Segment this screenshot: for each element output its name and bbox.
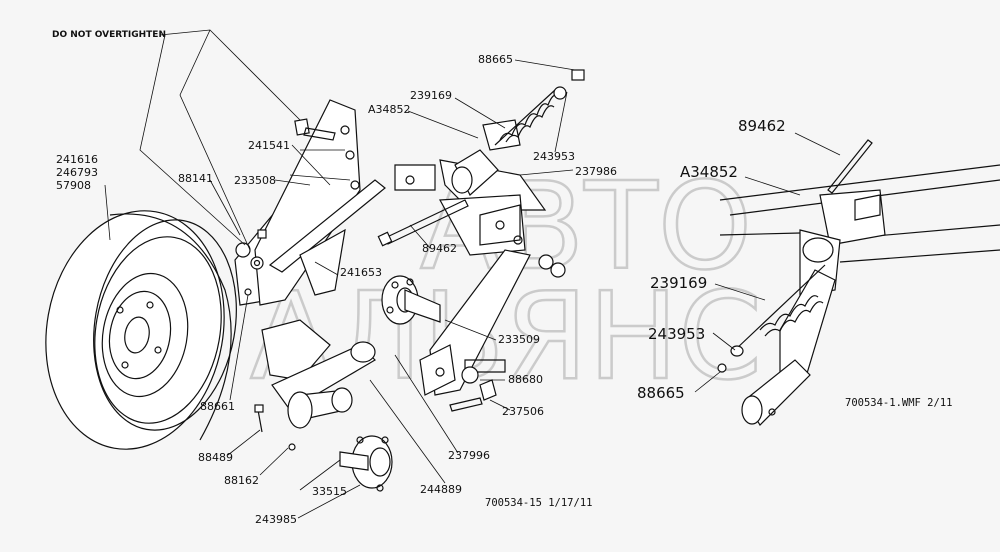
label-a34852-left: A34852 xyxy=(368,103,411,116)
arm-bolt xyxy=(294,118,336,141)
closing-arm xyxy=(419,249,531,412)
label-233509: 233509 xyxy=(498,333,540,346)
label-a34852-right: A34852 xyxy=(680,163,738,181)
label-244889: 244889 xyxy=(420,483,462,496)
label-243985: 243985 xyxy=(255,513,297,526)
label-88680: 88680 xyxy=(508,373,543,386)
label-243953-left: 243953 xyxy=(533,150,575,163)
label-88665-right: 88665 xyxy=(637,384,685,402)
label-243953-right: 243953 xyxy=(648,325,705,343)
label-88665-left: 88665 xyxy=(478,53,513,66)
label-57908: 57908 xyxy=(56,179,91,192)
spring-assembly-left xyxy=(482,69,585,151)
long-bolt-89462-left xyxy=(377,199,469,247)
mount-plate xyxy=(394,149,566,278)
label-33515: 33515 xyxy=(312,485,347,498)
label-241653: 241653 xyxy=(340,266,382,279)
label-241616: 241616 xyxy=(56,153,98,166)
installed-view xyxy=(717,139,1000,426)
hub-243985 xyxy=(339,435,393,492)
label-89462-right: 89462 xyxy=(738,117,786,135)
label-241541: 241541 xyxy=(248,139,290,152)
label-246793: 246793 xyxy=(56,166,98,179)
gauge-wheel xyxy=(45,210,237,450)
leader-lines xyxy=(104,29,841,519)
part-labels: DO NOT OVERTIGHTEN 241616 246793 57908 8… xyxy=(52,30,952,526)
small-bolts xyxy=(254,404,296,451)
label-88141: 88141 xyxy=(178,172,213,185)
label-239169-right: 239169 xyxy=(650,274,707,292)
hub-233509 xyxy=(381,275,441,325)
label-237506: 237506 xyxy=(502,405,544,418)
label-237986: 237986 xyxy=(575,165,617,178)
label-233508: 233508 xyxy=(234,174,276,187)
wheel-fasteners xyxy=(235,229,267,296)
lower-bracket xyxy=(261,319,376,429)
label-237996: 237996 xyxy=(448,449,490,462)
label-88661: 88661 xyxy=(200,400,235,413)
label-88489: 88489 xyxy=(198,451,233,464)
label-89462-left: 89462 xyxy=(422,242,457,255)
label-88162: 88162 xyxy=(224,474,259,487)
label-239169-left: 239169 xyxy=(410,89,452,102)
drawing-ref-left: 700534-15 1/17/11 xyxy=(485,497,592,509)
drawing-ref-right: 700534-1.WMF 2/11 xyxy=(845,397,952,409)
overtighten-note: DO NOT OVERTIGHTEN xyxy=(52,30,166,40)
depth-link xyxy=(268,179,386,296)
wheel-arm xyxy=(234,99,361,306)
